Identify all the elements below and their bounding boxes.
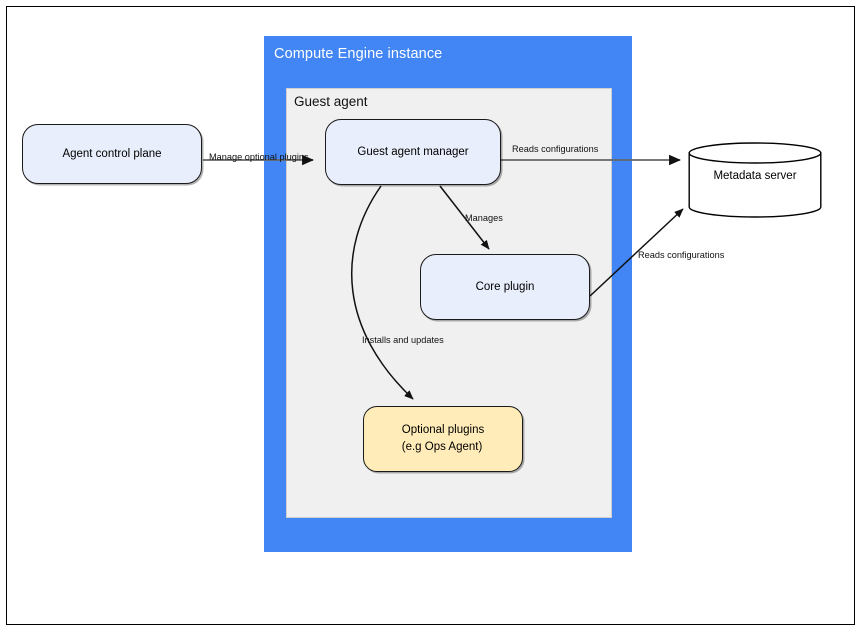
guest-agent-label: Guest agent xyxy=(294,94,368,109)
node-optional-plugins-label: Optional plugins (e.g Ops Agent) xyxy=(402,422,484,455)
edge-label-manages: Manages xyxy=(465,213,503,223)
edge-label-manage-optional-plugins: Manage optional plugins xyxy=(209,152,309,162)
node-optional-plugins-label-line2: (e.g Ops Agent) xyxy=(401,441,483,453)
compute-engine-instance-label: Compute Engine instance xyxy=(274,46,443,62)
node-guest-agent-manager-label: Guest agent manager xyxy=(357,145,469,158)
node-optional-plugins-label-line1: Optional plugins xyxy=(401,424,485,437)
node-agent-control-plane-label: Agent control plane xyxy=(62,147,162,160)
node-core-plugin-label: Core plugin xyxy=(475,280,535,293)
node-core-plugin[interactable]: Core plugin xyxy=(420,254,590,320)
node-agent-control-plane[interactable]: Agent control plane xyxy=(22,124,202,184)
edge-label-installs-and-updates: Installs and updates xyxy=(362,335,444,345)
node-metadata-server[interactable]: Metadata server xyxy=(688,142,822,218)
node-guest-agent-manager[interactable]: Guest agent manager xyxy=(325,119,501,185)
cylinder-icon xyxy=(688,142,822,218)
node-optional-plugins[interactable]: Optional plugins (e.g Ops Agent) xyxy=(363,406,523,472)
edge-label-reads-configurations-bottom: Reads configurations xyxy=(638,250,725,260)
edge-label-reads-configurations-top: Reads configurations xyxy=(512,144,599,154)
page-border xyxy=(6,6,855,625)
